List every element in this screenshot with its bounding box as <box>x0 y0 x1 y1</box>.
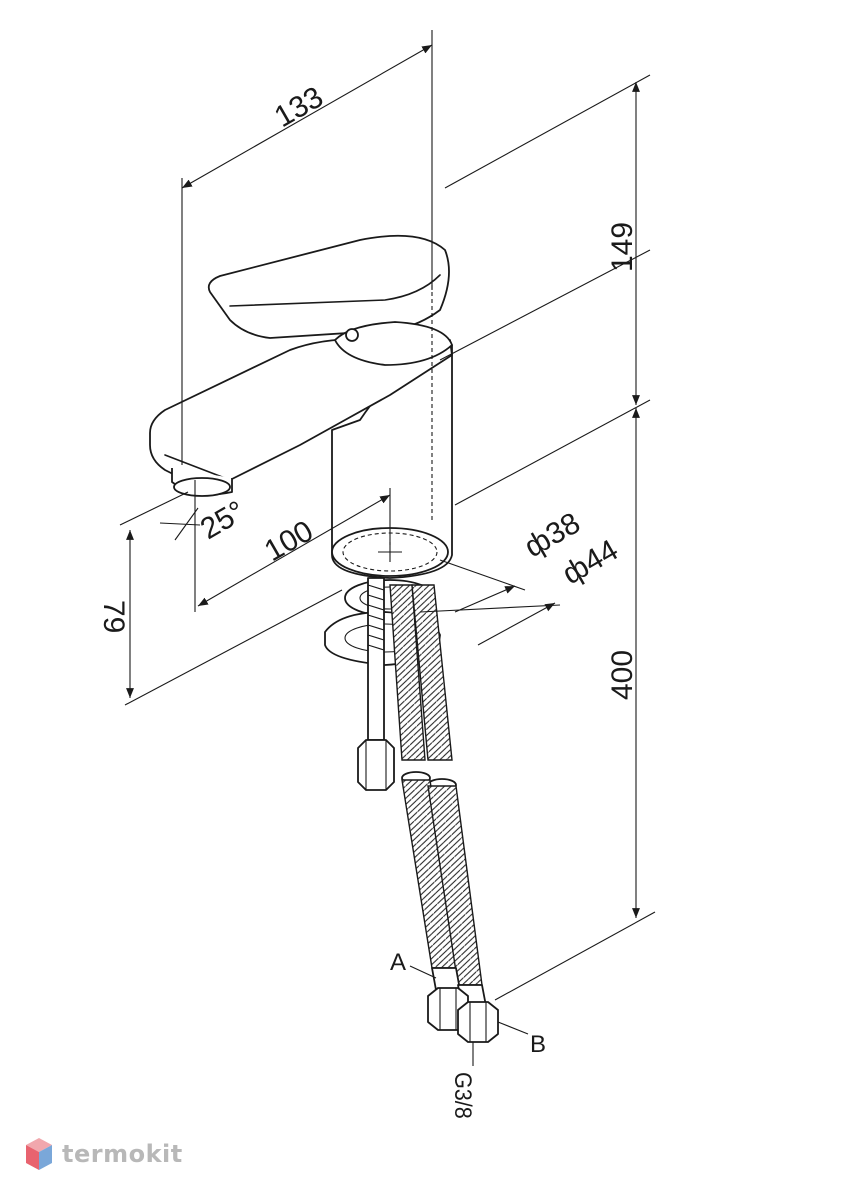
dim-149-label: 149 <box>606 222 639 272</box>
dim-25deg-label: 25° <box>195 495 251 546</box>
termokit-logo-icon <box>26 1138 52 1170</box>
dim-79-label: 79 <box>97 600 130 633</box>
label-connection-b: B <box>530 1031 546 1058</box>
dimension-lines <box>119 30 656 1066</box>
label-thread: G3/8 <box>450 1072 477 1119</box>
dim-400-label: 400 <box>606 650 639 700</box>
label-connection-a: A <box>390 949 406 976</box>
dim-100-label: 100 <box>259 514 319 568</box>
dim-133-label: 133 <box>269 80 329 134</box>
mounting-hardware <box>324 577 499 1043</box>
watermark-brand: termokit <box>62 1140 183 1168</box>
